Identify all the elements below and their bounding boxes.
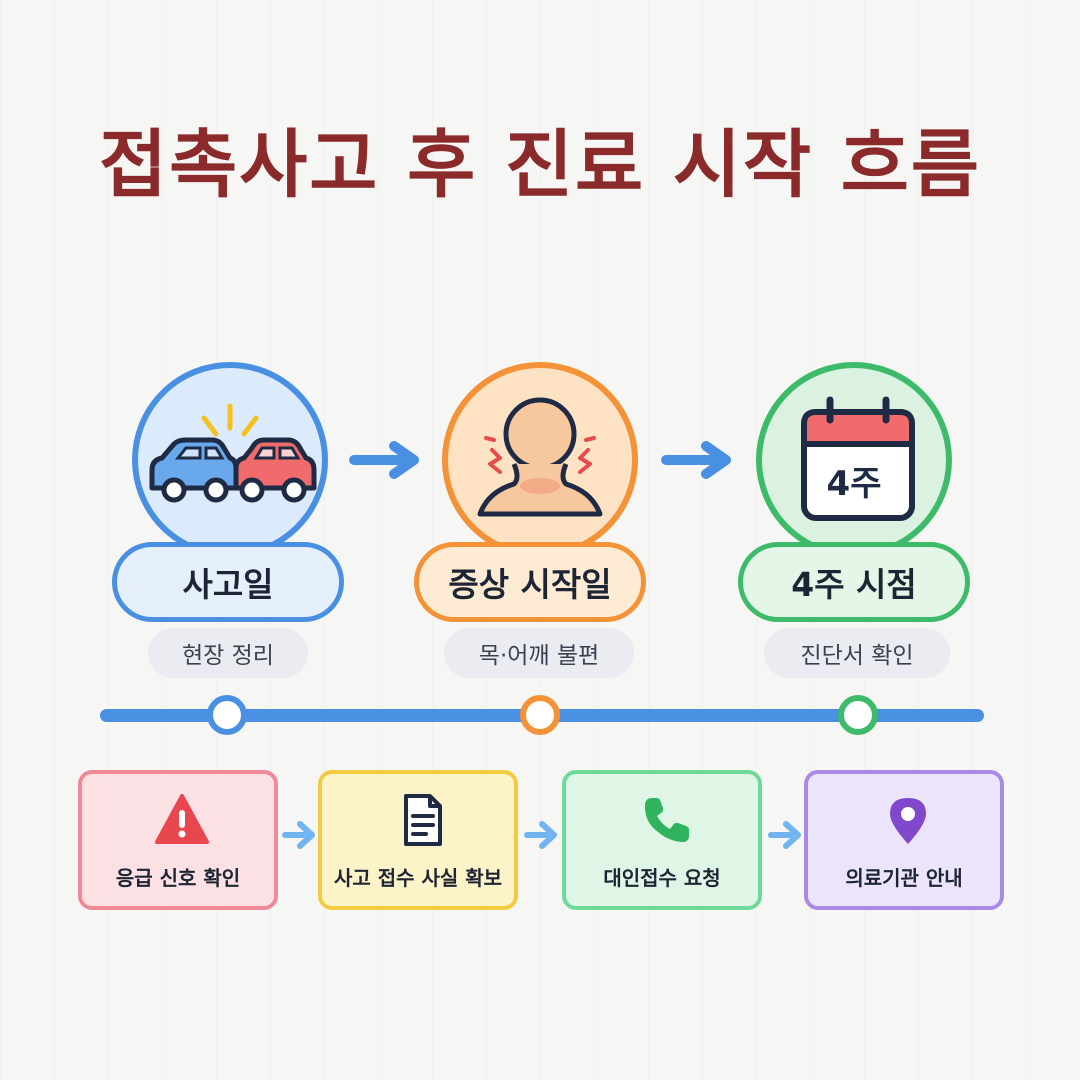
- calendar-icon: [801, 396, 915, 521]
- location-pin-icon: [890, 798, 926, 844]
- step-label: 의료기관 안내: [845, 866, 963, 890]
- stage-sub-accident: 현장 정리: [148, 628, 308, 678]
- calendar-text: 4주: [826, 464, 882, 504]
- timeline-node-accident: [207, 695, 247, 735]
- stage-sub-text: 진단서 확인: [800, 643, 914, 669]
- stage-sub-text: 목·어깨 불편: [478, 643, 600, 669]
- arrow-right-icon: [349, 441, 419, 479]
- step-card-emergency: 응급 신호 확인: [78, 770, 278, 910]
- document-icon: [404, 794, 442, 846]
- arrow-right-icon: [661, 441, 731, 479]
- timeline-node-four-weeks: [838, 695, 878, 735]
- step-card-claim: 대인접수 요청: [562, 770, 762, 910]
- page-title: 접촉사고 후 진료 시작 흐름: [99, 122, 981, 208]
- stage-label-symptom: 증상 시작일: [414, 542, 646, 622]
- step-label: 응급 신호 확인: [115, 866, 241, 890]
- warning-icon: [155, 794, 209, 844]
- stage-label-accident: 사고일: [112, 542, 344, 622]
- phone-icon: [644, 798, 689, 842]
- timeline-node-symptom: [520, 695, 560, 735]
- stage-sub-symptom: 목·어깨 불편: [444, 628, 634, 678]
- stage-label-four-weeks: 4주 시점: [738, 542, 970, 622]
- stage-label-text: 사고일: [182, 565, 274, 604]
- arrow-right-icon: [768, 821, 801, 849]
- stage-sub-four-weeks: 진단서 확인: [764, 628, 950, 678]
- stage-circle-accident: [132, 362, 328, 558]
- stage-circle-symptom: [442, 362, 638, 558]
- step-card-report: 사고 접수 사실 확보: [318, 770, 518, 910]
- step-card-hospital: 의료기관 안내: [804, 770, 1004, 910]
- stage-circle-four-weeks: 4주: [756, 362, 952, 558]
- neck-pain-person-icon: [477, 397, 603, 517]
- step-label: 대인접수 요청: [603, 866, 721, 890]
- stage-sub-text: 현장 정리: [182, 643, 274, 669]
- stage-label-text: 4주 시점: [791, 565, 917, 604]
- step-label: 사고 접수 사실 확보: [333, 866, 503, 890]
- stage-label-text: 증상 시작일: [448, 565, 612, 604]
- car-collision-icon: [149, 403, 317, 503]
- arrow-right-icon: [282, 821, 315, 849]
- arrow-right-icon: [524, 821, 557, 849]
